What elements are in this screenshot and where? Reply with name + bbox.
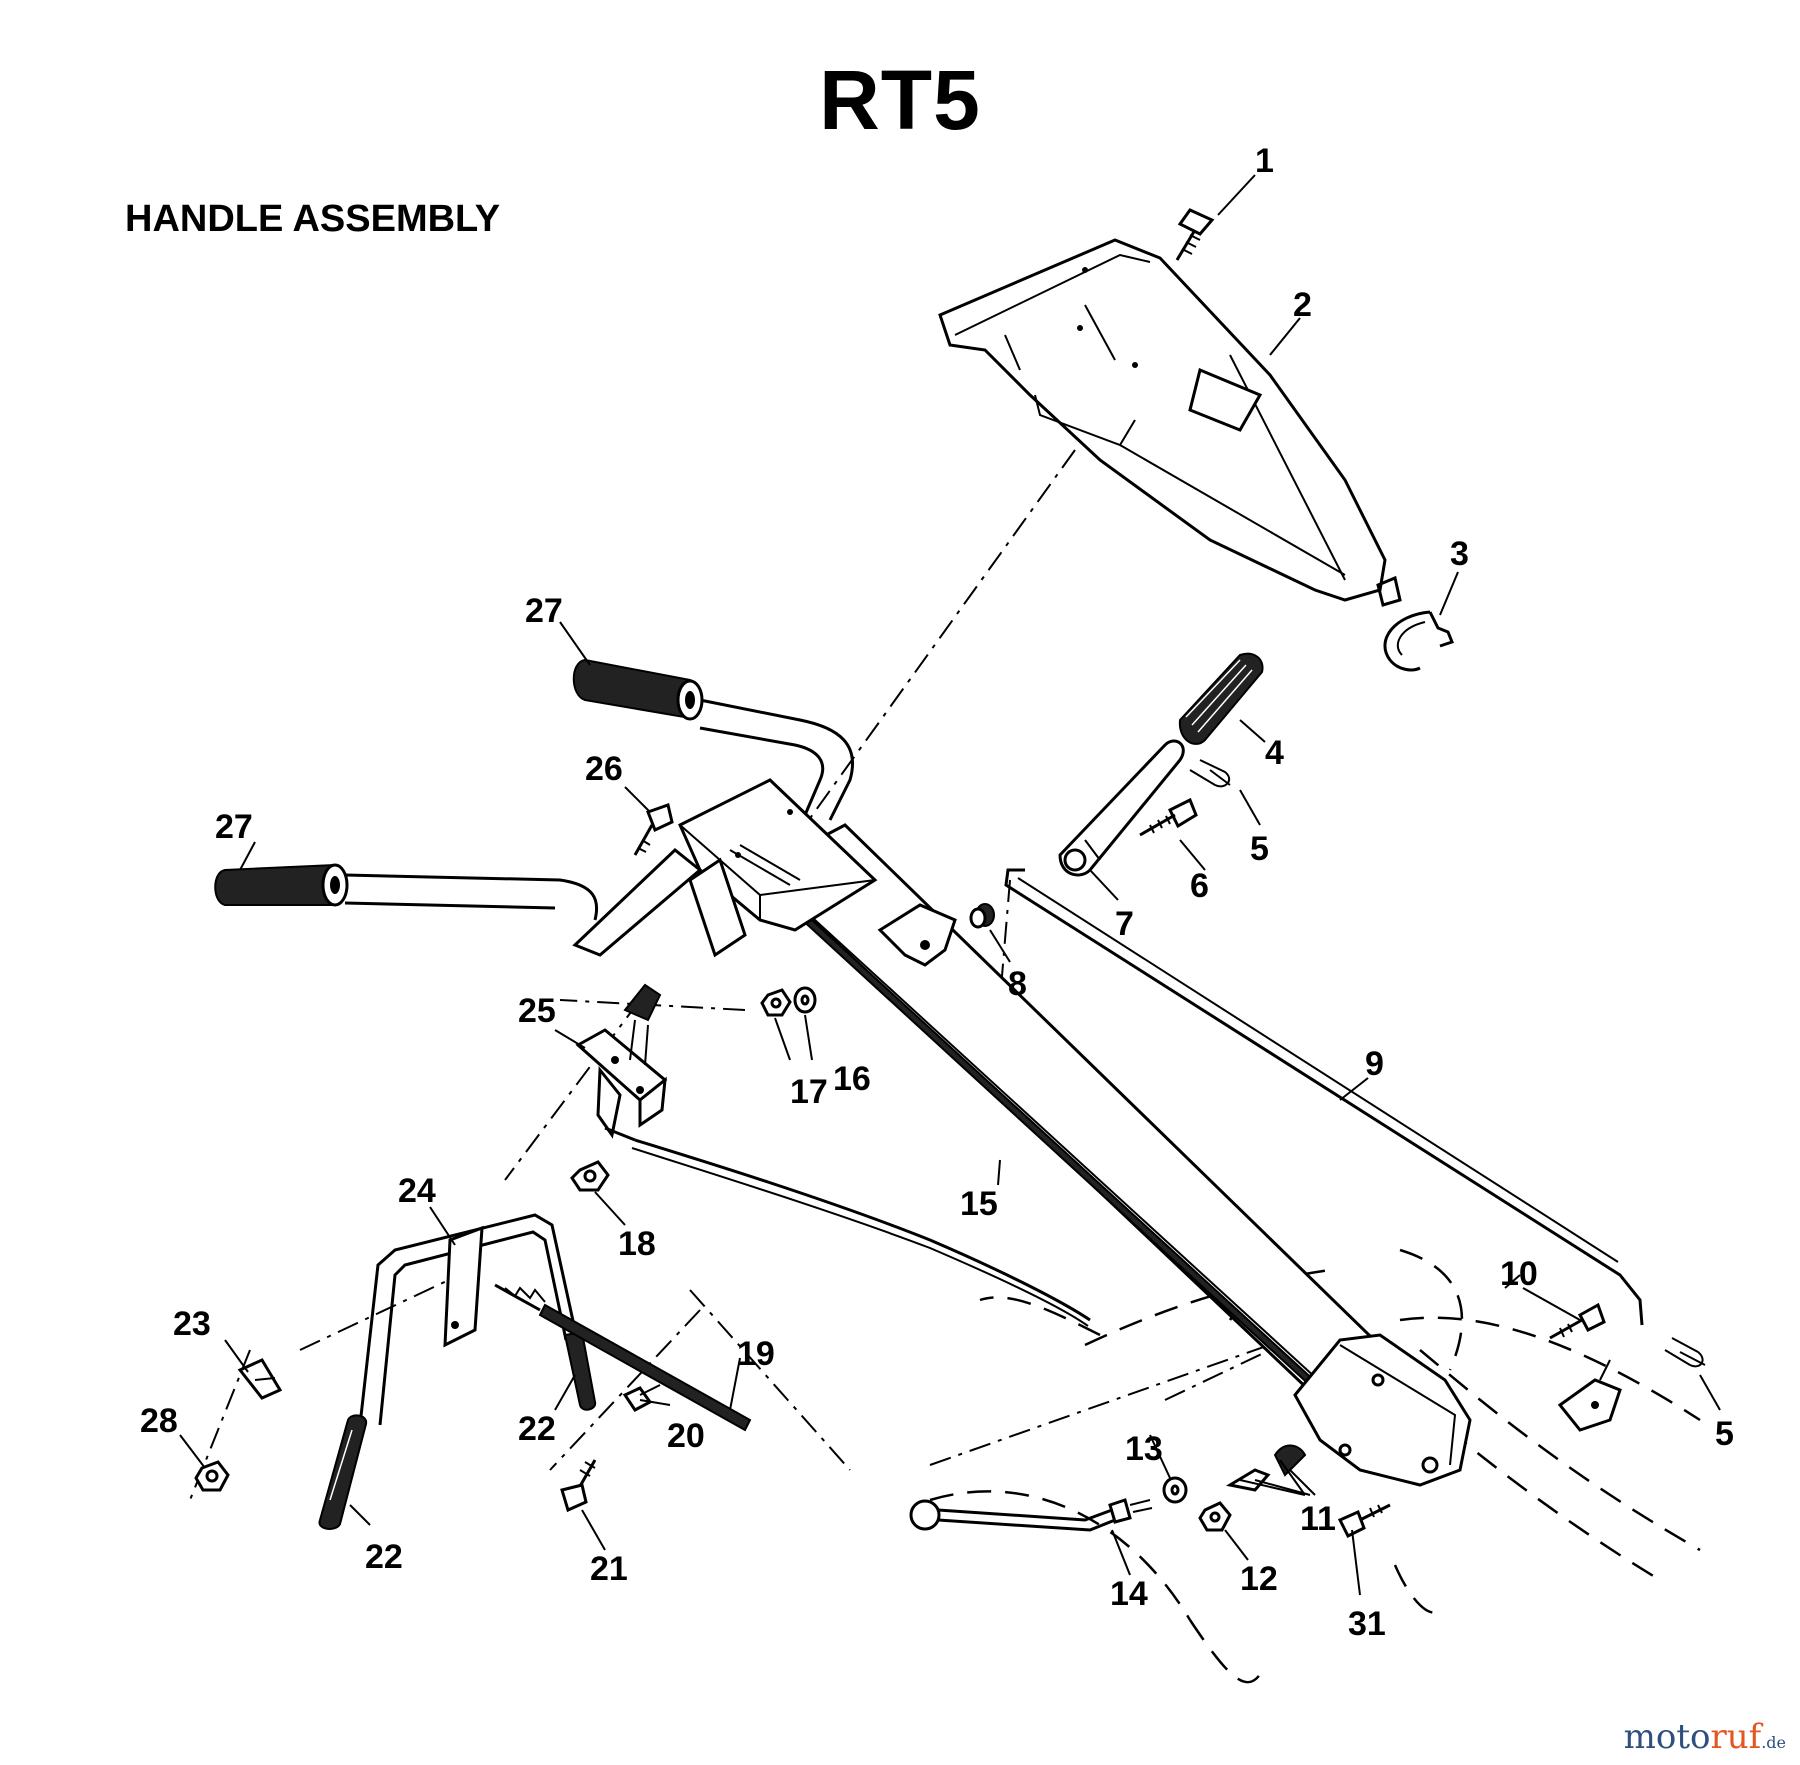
shift-lever-7 bbox=[1058, 739, 1185, 877]
callout-9: 9 bbox=[1365, 1045, 1384, 1083]
callout-31: 31 bbox=[1348, 1605, 1386, 1643]
bolt-31 bbox=[1337, 1503, 1391, 1539]
cotter-pin-5-upper bbox=[1189, 759, 1231, 788]
rod-22-right bbox=[563, 1330, 597, 1411]
callout-8: 8 bbox=[1008, 965, 1027, 1003]
cotter-pin-5-lower bbox=[1664, 1337, 1706, 1368]
handle-mount-bracket bbox=[572, 778, 878, 958]
bolt-26 bbox=[633, 803, 674, 856]
clutch-lever-24 bbox=[358, 1213, 577, 1426]
screw-1 bbox=[1175, 208, 1215, 261]
shift-bracket bbox=[1557, 1359, 1622, 1432]
clutch-bracket-25 bbox=[575, 983, 668, 1139]
watermark-suffix: .de bbox=[1761, 1733, 1786, 1752]
grip-27-upper bbox=[572, 658, 704, 721]
callout-5-upper: 5 bbox=[1250, 830, 1269, 868]
bolt-6 bbox=[1139, 797, 1198, 837]
spring-19 bbox=[494, 1283, 752, 1432]
callout-5-lower: 5 bbox=[1715, 1415, 1734, 1453]
callout-22-left: 22 bbox=[365, 1538, 403, 1576]
callout-28: 28 bbox=[140, 1402, 178, 1440]
callout-22-right: 22 bbox=[518, 1410, 556, 1448]
watermark-main: moto bbox=[1623, 1717, 1711, 1757]
callout-3: 3 bbox=[1450, 535, 1469, 573]
retaining-ring-3 bbox=[1383, 610, 1454, 672]
callout-13: 13 bbox=[1125, 1430, 1163, 1468]
callout-19: 19 bbox=[737, 1335, 775, 1373]
bolt-21 bbox=[560, 1459, 597, 1513]
callout-10: 10 bbox=[1500, 1255, 1538, 1293]
callout-14: 14 bbox=[1110, 1575, 1148, 1613]
diagram-subtitle: HANDLE ASSEMBLY bbox=[125, 198, 501, 240]
callout-24: 24 bbox=[398, 1172, 436, 1210]
washer-16 bbox=[793, 986, 817, 1014]
callout-23: 23 bbox=[173, 1305, 211, 1343]
callout-4: 4 bbox=[1265, 734, 1284, 772]
bolt-10 bbox=[1549, 1302, 1606, 1340]
control-arm-14 bbox=[909, 1498, 1153, 1532]
diagram-title: RT5 bbox=[819, 53, 981, 147]
clutch-cable bbox=[604, 1126, 1091, 1327]
tube-bracket bbox=[877, 903, 957, 967]
callout-6: 6 bbox=[1190, 867, 1209, 905]
handle-shroud bbox=[938, 238, 1402, 607]
handle-base-plate bbox=[1293, 1333, 1472, 1487]
callout-labels: 1 2 3 4 5 5 6 7 8 9 10 11 12 13 14 15 16… bbox=[140, 142, 1734, 1643]
callout-25: 25 bbox=[518, 992, 556, 1030]
callout-20: 20 bbox=[667, 1417, 705, 1455]
callout-18: 18 bbox=[618, 1225, 656, 1263]
shift-rod-9 bbox=[1004, 868, 1644, 1326]
watermark-accent: ruf bbox=[1710, 1717, 1762, 1757]
callout-11: 11 bbox=[1300, 1500, 1336, 1538]
leader-lines bbox=[179, 174, 1721, 1596]
grip-27-lower bbox=[214, 863, 349, 907]
callout-7: 7 bbox=[1115, 905, 1134, 943]
callout-26: 26 bbox=[585, 750, 623, 788]
watermark-logo: motoruf.de bbox=[1624, 1717, 1786, 1757]
callout-21: 21 bbox=[590, 1550, 628, 1588]
washer-13 bbox=[1162, 1476, 1188, 1504]
callout-15: 15 bbox=[960, 1185, 998, 1223]
clip-20 bbox=[622, 1384, 661, 1412]
callout-17: 17 bbox=[790, 1073, 828, 1111]
callout-27-upper: 27 bbox=[525, 592, 563, 630]
nut-17 bbox=[760, 988, 792, 1017]
callout-27-lower: 27 bbox=[215, 808, 253, 846]
rod-22-left bbox=[318, 1414, 368, 1530]
callout-2: 2 bbox=[1293, 286, 1312, 324]
callout-1: 1 bbox=[1255, 142, 1274, 180]
nut-12 bbox=[1198, 1501, 1232, 1532]
alignment-lines bbox=[189, 449, 1401, 1501]
nut-18 bbox=[570, 1160, 610, 1192]
grip-4 bbox=[1178, 652, 1264, 745]
nut-28 bbox=[194, 1460, 230, 1492]
handlebar bbox=[344, 698, 855, 921]
callout-16: 16 bbox=[833, 1060, 871, 1098]
clip-23 bbox=[237, 1358, 283, 1400]
bushing-8 bbox=[969, 903, 995, 929]
callout-12: 12 bbox=[1240, 1560, 1278, 1598]
